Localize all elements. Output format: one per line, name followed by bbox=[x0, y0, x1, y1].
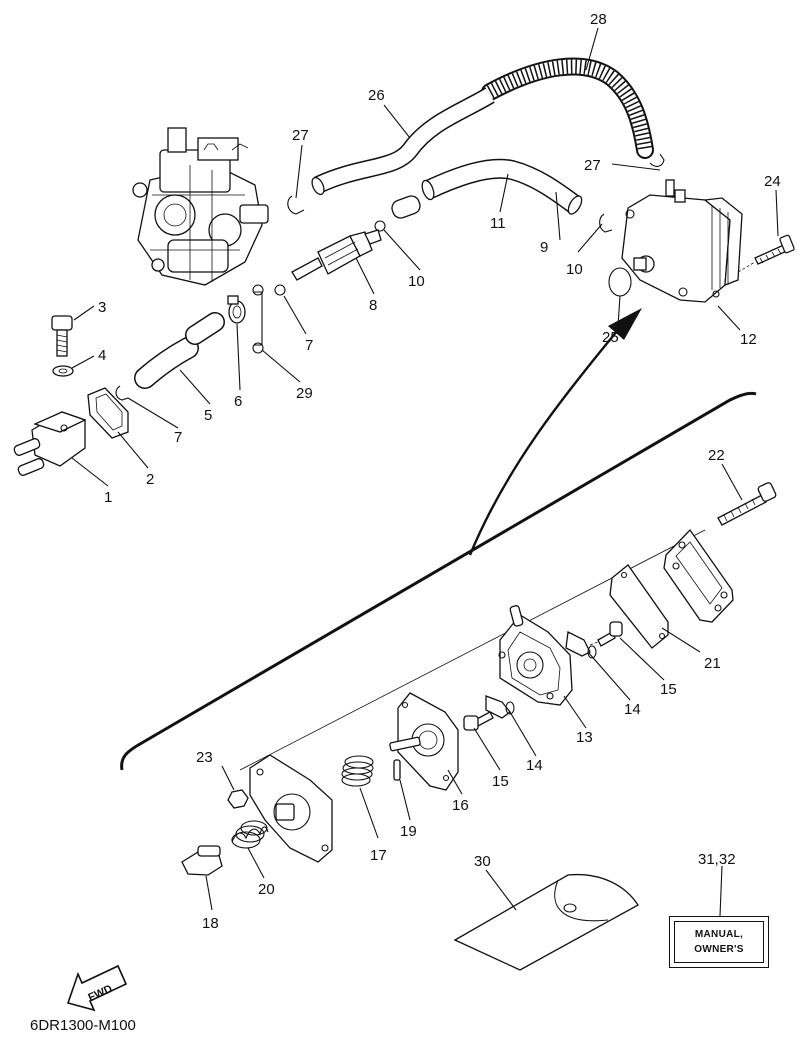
part-14-valve-lower bbox=[485, 695, 515, 719]
callout-7-right: 7 bbox=[305, 337, 313, 354]
part-21-cover bbox=[663, 528, 734, 623]
assembly-arrow bbox=[468, 308, 642, 556]
callout-1: 1 bbox=[104, 489, 112, 506]
callout-20: 20 bbox=[258, 881, 275, 898]
callout-8: 8 bbox=[369, 297, 377, 314]
callout-2: 2 bbox=[146, 471, 154, 488]
callout-26: 26 bbox=[368, 87, 385, 104]
part-5-hose-short bbox=[185, 312, 225, 345]
part-11-hose bbox=[421, 158, 583, 215]
part-16-diaphragm-plate bbox=[389, 692, 459, 791]
callout-24: 24 bbox=[764, 173, 781, 190]
part-15-screw-lower bbox=[463, 711, 494, 731]
part-21-diaphragm bbox=[609, 564, 669, 649]
part-18-plunger bbox=[181, 845, 223, 876]
callout-15-lower: 15 bbox=[492, 773, 509, 790]
callout-3: 3 bbox=[98, 299, 106, 316]
callout-31-32: 31,32 bbox=[698, 851, 736, 868]
callout-16: 16 bbox=[452, 797, 469, 814]
manual-label-line1: MANUAL, bbox=[694, 929, 744, 940]
leader-lines bbox=[71, 27, 779, 917]
callout-7-left: 7 bbox=[174, 429, 182, 446]
callout-17: 17 bbox=[370, 847, 387, 864]
part-pump-base bbox=[249, 754, 333, 863]
part-28-corrugated-hose bbox=[481, 57, 654, 159]
section-divider-line bbox=[120, 391, 757, 771]
part-3-bolt bbox=[51, 315, 73, 357]
callout-30: 30 bbox=[474, 853, 491, 870]
part-4-washer bbox=[52, 365, 74, 377]
callout-15-upper: 15 bbox=[660, 681, 677, 698]
callout-5: 5 bbox=[204, 407, 212, 424]
part-29-clamp bbox=[252, 284, 264, 354]
part-1-connector bbox=[13, 411, 87, 476]
part-30-manual-sleeve bbox=[453, 873, 639, 971]
part-13-pump-body bbox=[498, 605, 573, 706]
callout-14-lower: 14 bbox=[526, 757, 543, 774]
part-22-bolt bbox=[717, 482, 777, 526]
callout-27-left: 27 bbox=[292, 127, 309, 144]
part-20-spring bbox=[231, 820, 269, 849]
callout-23: 23 bbox=[196, 749, 213, 766]
part-27-clip-right bbox=[649, 153, 665, 167]
callout-25: 25 bbox=[602, 329, 619, 346]
callout-10-left: 10 bbox=[408, 273, 425, 290]
callout-11: 11 bbox=[490, 215, 506, 232]
part-7-clip-right bbox=[274, 284, 286, 296]
carburetor-illustration bbox=[132, 127, 269, 286]
part-27-clip-left bbox=[287, 195, 305, 215]
callout-9: 9 bbox=[540, 239, 548, 256]
callout-28: 28 bbox=[590, 11, 607, 28]
fwd-arrow-icon: FWD bbox=[66, 964, 128, 1012]
callout-29: 29 bbox=[296, 385, 313, 402]
part-12-fuel-pump bbox=[621, 179, 743, 303]
part-23-nut bbox=[227, 789, 249, 809]
part-25-o-ring bbox=[608, 267, 632, 297]
callout-labels: 28 26 27 27 24 11 9 10 10 8 25 12 7 6 29… bbox=[98, 11, 781, 932]
part-5-hose bbox=[134, 337, 199, 389]
callout-19: 19 bbox=[400, 823, 417, 840]
callout-12: 12 bbox=[740, 331, 757, 348]
part-19-pin bbox=[393, 759, 401, 781]
callout-14-upper: 14 bbox=[624, 701, 641, 718]
part-9-sleeve bbox=[391, 195, 421, 219]
callout-22: 22 bbox=[708, 447, 725, 464]
callout-27-right: 27 bbox=[584, 157, 601, 174]
part-26-hose bbox=[311, 87, 495, 196]
callout-10-right: 10 bbox=[566, 261, 583, 278]
part-2-gasket bbox=[87, 387, 129, 439]
part-24-bolt bbox=[737, 234, 795, 273]
part-10-clip-left bbox=[374, 220, 386, 232]
manual-label-line2: OWNER'S bbox=[694, 944, 744, 955]
callout-4: 4 bbox=[98, 347, 106, 364]
owners-manual-box: MANUAL, OWNER'S bbox=[669, 916, 769, 968]
callout-6: 6 bbox=[234, 393, 242, 410]
part-7-clip-left bbox=[115, 385, 129, 401]
document-code: 6DR1300-M100 bbox=[30, 1017, 136, 1034]
part-10-clip-right bbox=[599, 213, 613, 233]
part-17-spring bbox=[341, 755, 374, 787]
callout-18: 18 bbox=[202, 915, 219, 932]
part-15-screw-upper bbox=[597, 621, 623, 647]
callout-13: 13 bbox=[576, 729, 593, 746]
callout-21: 21 bbox=[704, 655, 721, 672]
part-8-fuel-filter bbox=[291, 229, 382, 281]
part-6-hose-clamp bbox=[227, 295, 246, 324]
part-14-valve-upper bbox=[565, 631, 597, 659]
owners-manual-inner: MANUAL, OWNER'S bbox=[674, 921, 764, 963]
